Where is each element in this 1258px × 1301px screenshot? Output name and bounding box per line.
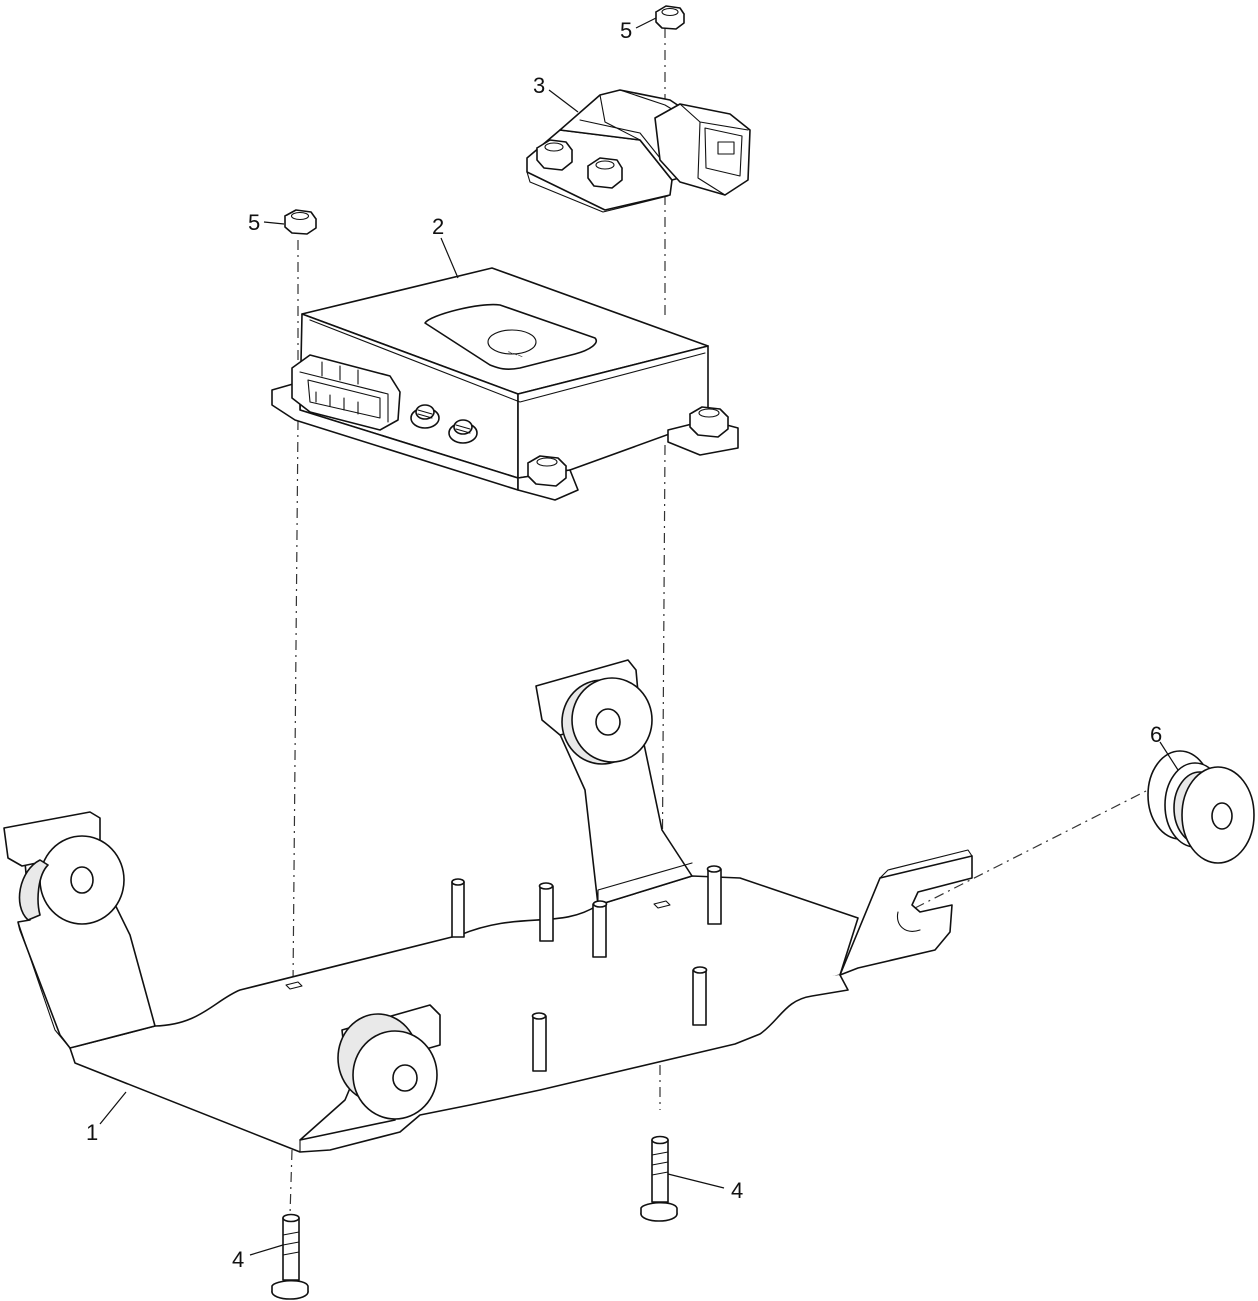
callout-1: 1 [86,1120,98,1145]
control-module: ~~~ [271,267,739,501]
connector-nut [587,157,623,189]
leader-lines [99,17,1179,1256]
bracket-studs [451,865,722,1072]
antenna-jack [410,404,440,429]
flange-nut [527,455,567,487]
flange-nut [689,406,729,438]
callout-4-left: 4 [232,1247,244,1272]
callout-5-left: 5 [248,210,260,235]
bolt [640,1135,678,1222]
module-label-text: ~~~ [506,347,524,361]
nut [655,5,685,30]
assembly-centerlines [289,28,1149,1216]
mounting-bracket [3,659,973,1153]
callout-5-top: 5 [620,18,632,43]
antenna-jack [448,419,478,444]
bolt [271,1213,309,1300]
nut [284,209,317,235]
callout-numbers: 5 3 5 2 6 1 4 4 [86,18,1162,1272]
callout-2: 2 [432,214,444,239]
module-connector [291,354,401,431]
connector-nut [536,139,573,171]
callout-3: 3 [533,73,545,98]
callout-4-right: 4 [731,1178,743,1203]
connector-module [526,89,751,213]
callout-6: 6 [1150,722,1162,747]
grommet [1147,750,1255,864]
